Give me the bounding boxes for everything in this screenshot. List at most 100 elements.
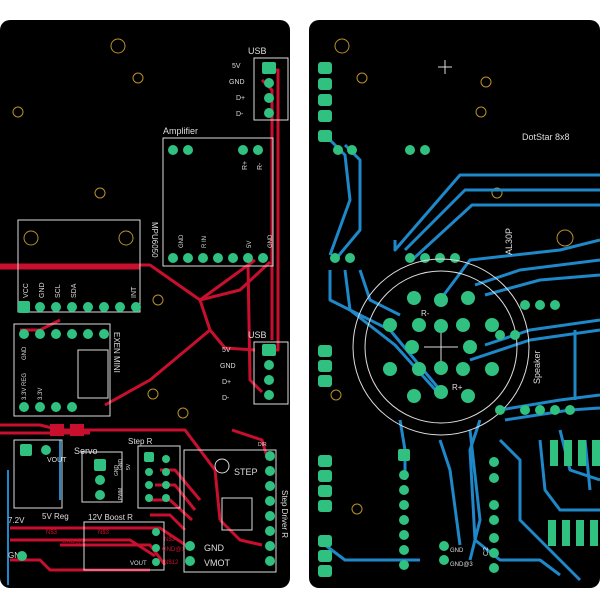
pad [35,402,45,412]
dir-label: DIR [258,442,267,448]
left-board: USB 5V GND D+ D- Amplifier [0,20,290,588]
smd-component [70,424,84,436]
servo-pin-gnd: GND [114,465,120,477]
pad [318,500,332,512]
mounting-hole [334,38,350,54]
speaker-pad [434,293,448,307]
net-label: N$3 [46,530,58,536]
exen-outline [13,323,111,417]
pad [576,520,584,546]
exen-label-gnd: GND [22,346,28,360]
right-header-pads [398,300,600,573]
pad [243,253,253,263]
mpu-pin-sda: SDA [71,283,78,298]
vout-label: VOUT [47,457,67,464]
mpu-pin-gnd: GND [39,282,46,298]
right-board-outline [309,20,600,588]
amp-pin-rplus: R+ [242,161,249,170]
speaker-hole [383,362,397,376]
pad [99,329,109,339]
speaker-hole [456,318,470,332]
pad [145,494,153,502]
pad [405,253,415,263]
mounting-hole [480,76,492,88]
pad [550,440,558,466]
speaker-label: Speaker [532,350,542,384]
usb-bottom-pin-dminus: D- [222,395,230,402]
left-board-outline [0,20,290,588]
pad [19,329,29,339]
pad [145,481,153,489]
pad [265,481,275,491]
pad [489,473,499,483]
pad [565,405,575,415]
pad [51,402,61,412]
pad [162,494,170,502]
mounting-hole [12,106,24,118]
pad [41,445,51,455]
step-r-pin-gnd: GND [118,459,124,471]
bottom-copper-traces-left [7,440,61,585]
amp-pin-gnd: GND [179,234,185,248]
pad [435,253,445,263]
regulator-outline [13,439,63,509]
usb-bottom-pin-gnd: GND [220,363,236,370]
pad [262,344,276,356]
pad [265,451,275,461]
pad [318,62,332,74]
speaker-hole [407,389,421,403]
net-label: N$3 [98,530,110,536]
mounting-hole [118,230,134,246]
pad [19,402,29,412]
pad [51,302,61,312]
pad [495,405,505,415]
speaker-model: AL30P [504,228,514,255]
mounting-hole [330,389,342,401]
step-label: STEP [234,467,258,477]
mounting-hole [147,388,159,400]
step-r-pin-5v: 5V [126,463,132,470]
pad [510,330,520,340]
speaker-module: R- R+ AL30P Speaker [352,228,542,436]
step-gnd-label: GND [204,543,225,553]
mounting-hole [152,294,164,306]
mounting-hole [556,229,574,247]
pad [185,556,195,566]
pad [330,253,340,263]
pad [399,500,409,510]
mounting-hole [491,187,503,199]
reg-5v-label: 5V Reg [42,512,69,521]
boost-outline [83,521,165,571]
usb-top: USB 5V GND D+ D- [229,46,289,121]
step-r-outline [137,445,181,509]
pad [264,360,274,370]
pad [162,455,170,463]
pad [450,253,460,263]
pad [18,301,30,313]
step-driver-module: STEP DIR GND VMOT Step Driver R [183,442,289,573]
mounting-hole [177,407,189,419]
pad [590,520,598,546]
pad [94,459,106,471]
mounting-hole [356,72,368,84]
speaker-plus-label: R+ [452,383,463,392]
pad [520,405,530,415]
usb-top-title: USB [248,46,267,56]
pad [399,485,409,495]
pad [145,468,153,476]
pad [405,145,415,155]
step-driver-outline [183,449,277,573]
pad [495,330,505,340]
dotstar-label: DotStar 8x8 [522,132,570,142]
usb-bottom: USB 5V GND D+ D- [220,330,289,405]
pad [489,457,499,467]
pad [152,528,160,536]
exen-label-33v: 3.3V [38,388,44,400]
step-driver-chip [221,497,253,531]
pad [83,302,93,312]
net-label: GND@1 [62,539,85,545]
pad [399,530,409,540]
usb-bottom-pin-dplus: D+ [222,379,231,386]
pad [399,545,409,555]
